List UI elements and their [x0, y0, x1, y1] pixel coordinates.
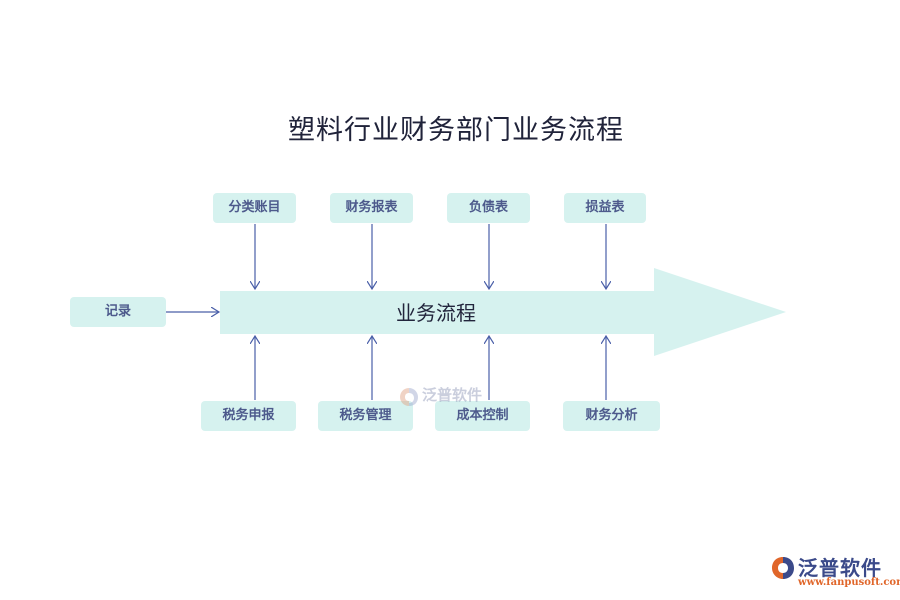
bottom-box-tax-filing: 税务申报: [201, 401, 296, 431]
top-box-balance-sheet: 负债表: [447, 193, 530, 223]
logo-url: www.fanpusoft.com: [798, 577, 900, 588]
top-box-income-statement: 损益表: [564, 193, 646, 223]
logo-name: 泛普软件: [798, 556, 882, 580]
top-box-ledger: 分类账目: [213, 193, 296, 223]
top-box-financial-statements: 财务报表: [330, 193, 413, 223]
watermark-logo-icon: [400, 388, 418, 406]
input-box-record: 记录: [70, 297, 166, 327]
bottom-box-cost-control: 成本控制: [435, 401, 530, 431]
main-flow-label: 业务流程: [396, 301, 476, 325]
watermark: 泛普软件: [398, 384, 498, 412]
page-title: 塑料行业财务部门业务流程: [288, 115, 624, 146]
watermark-text: 泛普软件: [422, 386, 483, 404]
logo-mark-icon: [772, 557, 794, 579]
main-flow-arrow: [220, 268, 786, 356]
bottom-box-tax-management: 税务管理: [318, 401, 413, 431]
bottom-box-financial-analysis: 财务分析: [563, 401, 660, 431]
brand-logo: 泛普软件 www.fanpusoft.com: [770, 553, 900, 593]
